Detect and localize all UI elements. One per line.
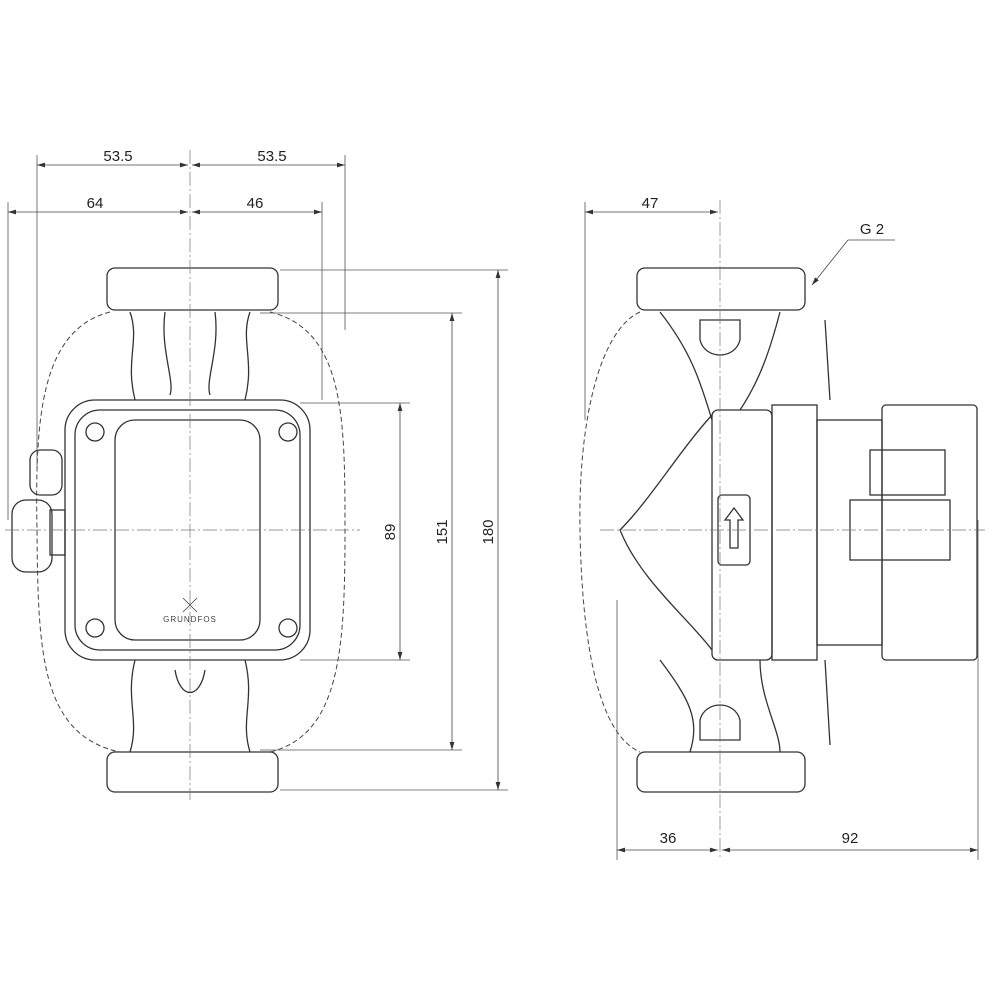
side-view: 47 36 92 G 2 [579, 195, 985, 860]
dim-mid-right: 46 [247, 195, 264, 212]
dim-top-right: 53.5 [257, 148, 286, 165]
dim-bottom-right: 92 [842, 830, 859, 847]
bottom-flange [636, 751, 806, 793]
dashed-outline [36, 311, 346, 753]
top-flange [106, 267, 279, 311]
svg-text:GRUNDFOS: GRUNDFOS [163, 615, 217, 624]
grundfos-logo: GRUNDFOS [163, 597, 217, 624]
dashed-outline [579, 311, 641, 753]
top-flange [636, 267, 806, 311]
front-view: GRUNDFOS 53.5 53.5 64 46 89 [5, 148, 508, 800]
dim-151: 151 [434, 519, 451, 544]
inlet-body [129, 311, 251, 401]
dim-mid-left: 64 [87, 195, 104, 212]
dim-top: 47 [642, 195, 659, 212]
dimension-lines [584, 202, 979, 860]
flow-arrow-icon [723, 506, 745, 549]
connector-upper [29, 449, 63, 496]
outlet-body [129, 659, 251, 753]
dim-top-left: 53.5 [103, 148, 132, 165]
bottom-flange [106, 751, 279, 793]
dimension-lines [7, 155, 508, 791]
dim-bottom-left: 36 [660, 830, 677, 847]
connector-lower [11, 499, 53, 573]
thread-label: G 2 [860, 221, 884, 238]
pump-housing [711, 409, 773, 661]
stator [771, 404, 818, 661]
dim-89: 89 [382, 524, 399, 541]
dim-180: 180 [480, 519, 497, 544]
thread-leader [811, 239, 849, 286]
control-module [881, 404, 978, 661]
